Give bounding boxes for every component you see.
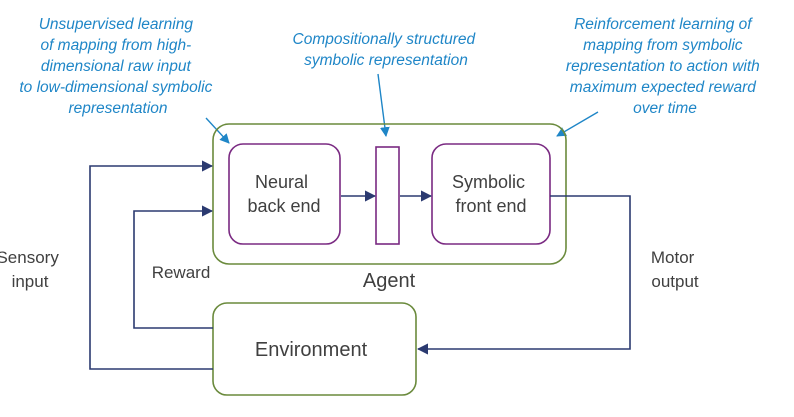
symbolic-front-end-label: Symbolic front end <box>452 172 530 216</box>
agent-box <box>212 123 567 265</box>
symbolic-representation-bar <box>375 146 400 245</box>
sensory-input-arrow <box>89 160 214 370</box>
sensory-input-label: Sensory input <box>0 248 64 291</box>
callout-arrow-unsupervised <box>205 117 230 144</box>
reward-arrow <box>133 205 214 329</box>
neural-back-end-box <box>228 143 341 245</box>
callout-arrow-reinforcement <box>556 111 599 137</box>
annotation-compositional: Compositionally structured symbolic repr… <box>293 31 480 69</box>
annotation-unsupervised: Unsupervised learning of mapping from hi… <box>19 16 216 117</box>
motor-output-arrow <box>416 195 631 355</box>
agent-label: Agent <box>363 270 416 292</box>
motor-output-label: Motor output <box>651 248 699 291</box>
annotation-reinforcement: Reinforcement learning of mapping from s… <box>566 16 764 117</box>
symbolic-front-end-box <box>431 143 551 245</box>
environment-label: Environment <box>255 339 368 361</box>
callout-arrow-compositional <box>377 73 390 137</box>
environment-box <box>212 302 417 396</box>
neural-back-end-label: Neural back end <box>247 172 320 216</box>
reward-label: Reward <box>152 263 211 282</box>
